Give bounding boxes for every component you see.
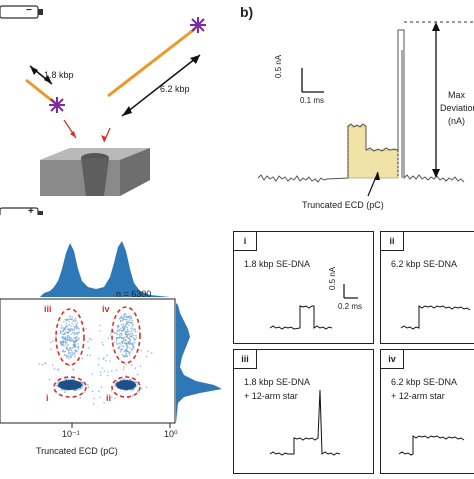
inset-label: 6.2 kbp SE-DNA [391,259,458,269]
cluster-label-i: i [46,393,49,403]
bias-positive-label: + [28,206,34,217]
length-arrow-long [121,54,201,117]
max-deviation-label-3: (nA) [448,116,466,126]
positive-electrode-icon [0,207,43,221]
event-trace [400,305,471,330]
panel-c-scatter: n = 6300 iii iv i ii 10⁻¹ 10⁰ Truncated … [0,225,235,474]
inset-panel-iii: iii 1.8 kbp SE-DNA + 12-arm star [233,349,374,474]
truncated-ecd-area [347,125,399,179]
cluster-ellipse-ii [111,376,141,398]
cluster-ellipse-iv [111,306,141,364]
event-trace [269,389,341,456]
cluster-ellipse-iii [55,308,85,366]
max-deviation-label-1: Max [448,90,466,100]
panel-a-schematic: − 1.8 kbp 6.2 kbp + [0,0,235,221]
star-molecule-icon [49,97,65,113]
scale-current-label: 0.5 nA [274,54,283,78]
inset-tag: iii [234,350,257,369]
bias-negative-label: − [26,5,32,16]
inset-label: 1.8 kbp SE-DNA [244,259,311,269]
negative-electrode-icon [0,5,43,19]
truncated-ecd-label: Truncated ECD (pC) [302,200,384,210]
top-histogram [0,241,175,297]
cluster-label-iv: iv [102,304,110,314]
inset-panel-i: i 1.8 kbp SE-DNA 0.5 nA 0.2 ms [233,231,374,344]
max-deviation-label-2: Deviation [440,103,474,113]
length-label-long: 6.2 kbp [160,84,190,94]
inset-label-2: + 12-arm star [391,391,445,401]
inset-scale-time: 0.2 ms [338,302,363,311]
event-trace [269,305,333,330]
scale-time-label: 0.1 ms [300,96,325,105]
inset-label-2: + 12-arm star [244,391,298,401]
dna-strand-long [107,26,197,98]
dna-strand-short [25,78,56,105]
scale-bar [301,68,324,93]
cluster-ellipse-i [53,376,87,398]
panel-b-trace: 0.5 nA 0.1 ms Max Deviation (nA) Truncat… [240,0,474,225]
inset-tag: i [234,232,257,251]
star-molecule-icon [190,17,206,33]
nanopore-membrane [40,148,150,196]
right-histogram [176,303,222,423]
x-tick-label-2: 10⁰ [164,429,178,439]
event-trace [398,435,465,456]
length-label-short: 1.8 kbp [44,70,74,80]
current-trace [257,29,465,183]
inset-panel-iv: iv 6.2 kbp SE-DNA + 12-arm star [380,349,474,474]
inset-label: 1.8 kbp SE-DNA [244,377,311,387]
cluster-label-iii: iii [44,304,52,314]
x-axis-label: Truncated ECD (pC) [36,446,118,456]
inset-panel-ii: ii 6.2 kbp SE-DNA [380,231,474,344]
scatter-frame [0,298,176,424]
x-tick-label-1: 10⁻¹ [62,429,80,439]
inset-tag: iv [381,350,404,369]
count-label: n = 6300 [116,289,152,299]
inset-label: 6.2 kbp SE-DNA [391,377,458,387]
panel-b-letter: b) [240,4,254,20]
cluster-label-ii: ii [106,393,112,403]
inset-tag: ii [381,232,404,251]
